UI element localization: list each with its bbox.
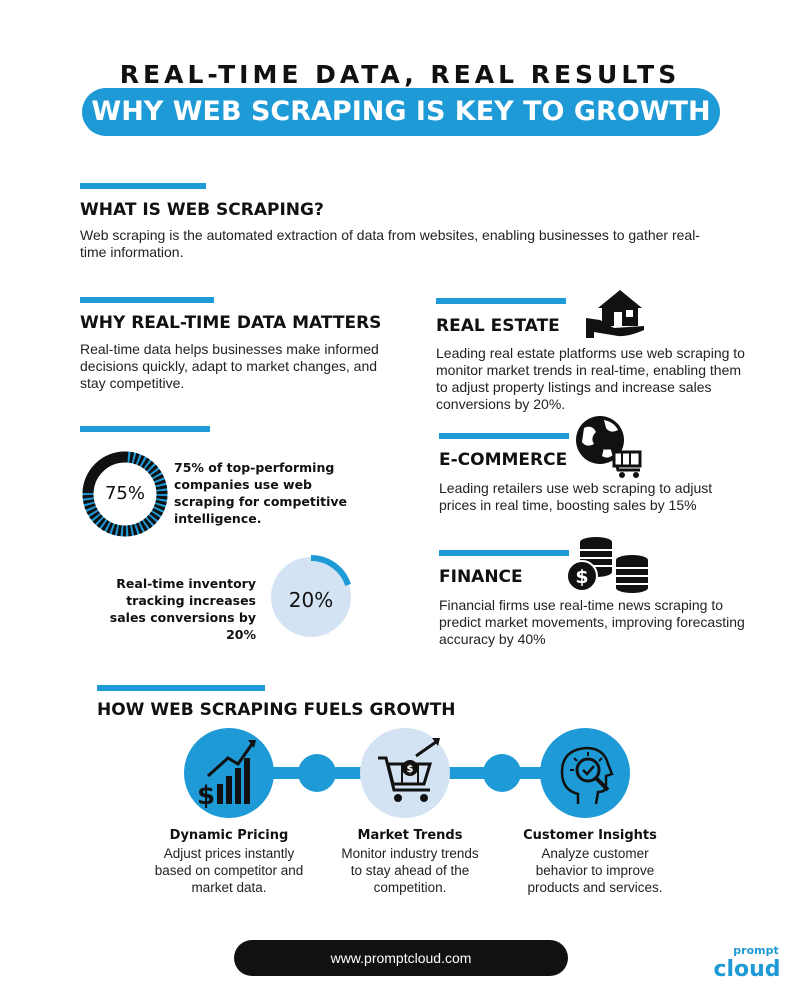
section-divider bbox=[80, 297, 214, 303]
globe-cart-icon bbox=[574, 414, 644, 478]
growth-heading: HOW WEB SCRAPING FUELS GROWTH bbox=[97, 700, 456, 720]
connector-dot bbox=[483, 754, 521, 792]
logo-text-bottom: cloud bbox=[713, 957, 780, 982]
step-circle-market-trends: $ bbox=[360, 728, 450, 818]
stat-donut-75 bbox=[80, 449, 170, 539]
step-title-dynamic-pricing: Dynamic Pricing bbox=[169, 828, 289, 843]
step-title-market-trends: Market Trends bbox=[357, 828, 463, 843]
step-desc-dynamic-pricing: Adjust prices instantly based on competi… bbox=[154, 846, 304, 895]
ecommerce-heading: E-COMMERCE bbox=[439, 450, 568, 470]
finance-body: Financial firms use real-time news scrap… bbox=[439, 597, 745, 647]
section-divider bbox=[97, 685, 265, 691]
step-desc-customer-insights: Analyze customer behavior to improve pro… bbox=[527, 846, 663, 895]
section-divider bbox=[439, 433, 569, 439]
connector-dot bbox=[298, 754, 336, 792]
stat-text-75: 75% of top-performing companies use web … bbox=[174, 460, 348, 526]
section-divider bbox=[80, 426, 210, 432]
main-title: WHY WEB SCRAPING IS KEY TO GROWTH bbox=[82, 88, 720, 136]
step-title-customer-insights: Customer Insights bbox=[523, 828, 657, 843]
what-is-body: Web scraping is the automated extraction… bbox=[80, 227, 700, 260]
what-is-heading: WHAT IS WEB SCRAPING? bbox=[80, 200, 324, 220]
section-divider bbox=[80, 183, 206, 189]
kicker-title: REAL-TIME DATA, REAL RESULTS bbox=[119, 60, 681, 89]
svg-text:$: $ bbox=[407, 764, 414, 775]
step-circle-customer-insights bbox=[540, 728, 630, 818]
step-desc-market-trends: Monitor industry trends to stay ahead of… bbox=[341, 846, 479, 895]
section-divider bbox=[436, 298, 566, 304]
ecommerce-body: Leading retailers use web scraping to ad… bbox=[439, 480, 713, 513]
step-circle-dynamic-pricing: $ bbox=[184, 728, 274, 818]
real-estate-heading: REAL ESTATE bbox=[436, 316, 560, 336]
real-estate-body: Leading real estate platforms use web sc… bbox=[436, 345, 745, 412]
section-divider bbox=[439, 550, 569, 556]
svg-text:$: $ bbox=[197, 781, 215, 811]
coins-dollar-icon: $ bbox=[566, 536, 652, 594]
svg-text:$: $ bbox=[575, 566, 588, 588]
stat-text-20: Real-time inventory tracking increases s… bbox=[109, 576, 256, 642]
website-url-link[interactable]: www.promptcloud.com bbox=[234, 940, 568, 976]
head-magnifier-icon bbox=[560, 746, 614, 805]
promptcloud-logo: prompt cloud bbox=[710, 942, 784, 984]
stat-value-75: 75% bbox=[104, 483, 145, 504]
stat-value-20: 20% bbox=[288, 588, 334, 612]
why-matters-body: Real-time data helps businesses make inf… bbox=[80, 341, 379, 391]
growth-chart-icon: $ bbox=[197, 740, 256, 811]
stat-gauge-20 bbox=[269, 555, 353, 639]
logo-text-top: prompt bbox=[733, 944, 778, 957]
finance-heading: FINANCE bbox=[439, 567, 523, 587]
house-hand-icon bbox=[584, 288, 646, 340]
why-matters-heading: WHY REAL-TIME DATA MATTERS bbox=[80, 313, 382, 333]
shopping-cart-trend-icon: $ bbox=[378, 738, 440, 802]
